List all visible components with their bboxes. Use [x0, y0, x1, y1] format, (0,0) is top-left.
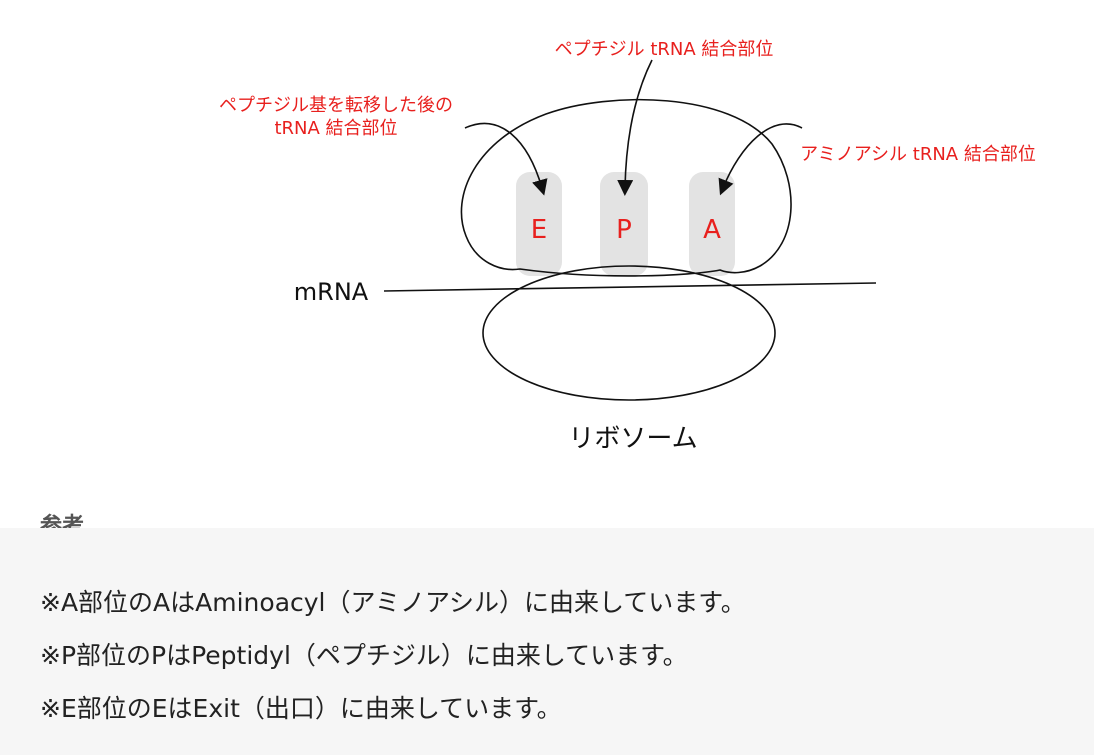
e-site-letter: E: [531, 215, 547, 245]
p-site-letter: P: [616, 215, 632, 245]
e-site-arrow: [464, 122, 548, 196]
a-site-letter: A: [703, 215, 721, 245]
a-site-arrow: [718, 123, 803, 196]
e-site-annotation-line2: tRNA 結合部位: [274, 118, 397, 139]
ribosome-label: リボソーム: [568, 424, 697, 454]
e-site-box: [516, 172, 562, 276]
note-item-a-site: ※A部位のAはAminoacyl（アミノアシル）に由来しています。: [40, 588, 746, 617]
p-site-arrow: [617, 59, 653, 196]
a-site-box: [689, 172, 735, 276]
a-site-annotation: アミノアシル tRNA 結合部位: [800, 144, 1036, 165]
note-box: ※A部位のAはAminoacyl（アミノアシル）に由来しています。 ※P部位のP…: [0, 528, 1094, 755]
small-subunit-outline: [482, 265, 776, 401]
mrna-strand: [383, 282, 877, 292]
p-site-annotation: ペプチジル tRNA 結合部位: [555, 39, 774, 60]
ribosome-diagram: E P A ペプチジル tRNA 結合部位 ペプチジル基を転移した後の tRNA…: [219, 39, 1036, 454]
large-subunit-outline: [460, 98, 792, 277]
e-site-annotation-line1: ペプチジル基を転移した後の: [219, 95, 453, 116]
mrna-label: mRNA: [294, 278, 369, 306]
p-site-box: [600, 172, 648, 276]
note-item-e-site: ※E部位のEはExit（出口）に由来しています。: [40, 694, 562, 723]
note-item-p-site: ※P部位のPはPeptidyl（ペプチジル）に由来しています。: [40, 641, 688, 670]
